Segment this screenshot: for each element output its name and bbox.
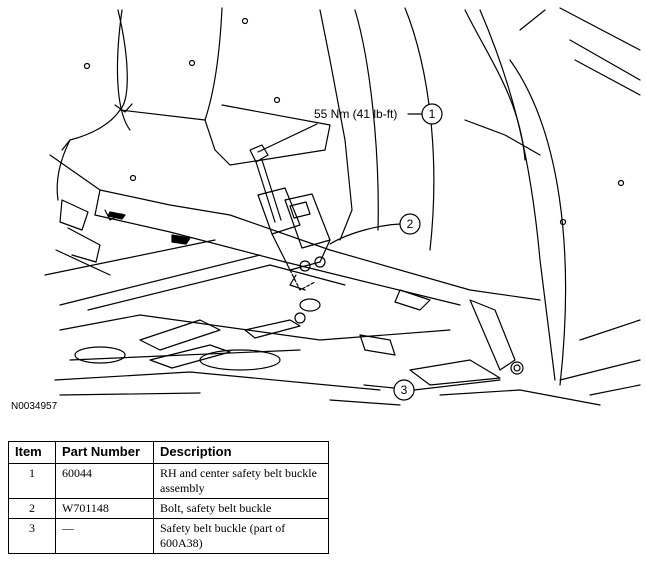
item-cell: 3 — [8, 518, 56, 554]
figure-id: N0034957 — [11, 401, 58, 412]
callout-3: 3 — [363, 379, 501, 401]
table-header-row: Item Part Number Description — [8, 441, 329, 464]
torque-spec-label: 55 Nm (41 lb-ft) — [314, 107, 397, 121]
callout-number-1: 1 — [429, 107, 436, 121]
table-row: 1 60044 RH and center safety belt buckle… — [8, 463, 329, 499]
header-part-number: Part Number — [55, 441, 154, 464]
part-number-cell: — — [55, 518, 154, 554]
table-row: 2 W701148 Bolt, safety belt buckle — [8, 498, 329, 519]
part-number-cell: 60044 — [55, 463, 154, 499]
callout-number-3: 3 — [401, 383, 408, 397]
description-cell: Bolt, safety belt buckle — [153, 498, 329, 519]
right-seat-drawing — [319, 7, 641, 386]
item-cell: 2 — [8, 498, 56, 519]
callout-1: 55 Nm (41 lb-ft) 1 — [257, 103, 443, 153]
callout-number-2: 2 — [407, 217, 414, 231]
item-cell: 1 — [8, 463, 56, 499]
header-description: Description — [153, 441, 329, 464]
description-cell: Safety belt buckle (part of 600A38) — [153, 518, 329, 554]
buckle-assembly-drawing — [249, 144, 331, 312]
floor-pan-drawing — [44, 189, 641, 406]
parts-table: Item Part Number Description 1 60044 RH … — [8, 441, 329, 554]
description-cell: RH and center safety belt buckle assembl… — [153, 463, 329, 499]
header-item: Item — [8, 441, 56, 464]
safety-belt-buckle-illustration: 55 Nm (41 lb-ft) 1 2 3 — [44, 7, 641, 406]
table-row: 3 — Safety belt buckle (part of 600A38) — [8, 518, 329, 554]
callout-2: 2 — [329, 213, 421, 245]
part-number-cell: W701148 — [55, 498, 154, 519]
